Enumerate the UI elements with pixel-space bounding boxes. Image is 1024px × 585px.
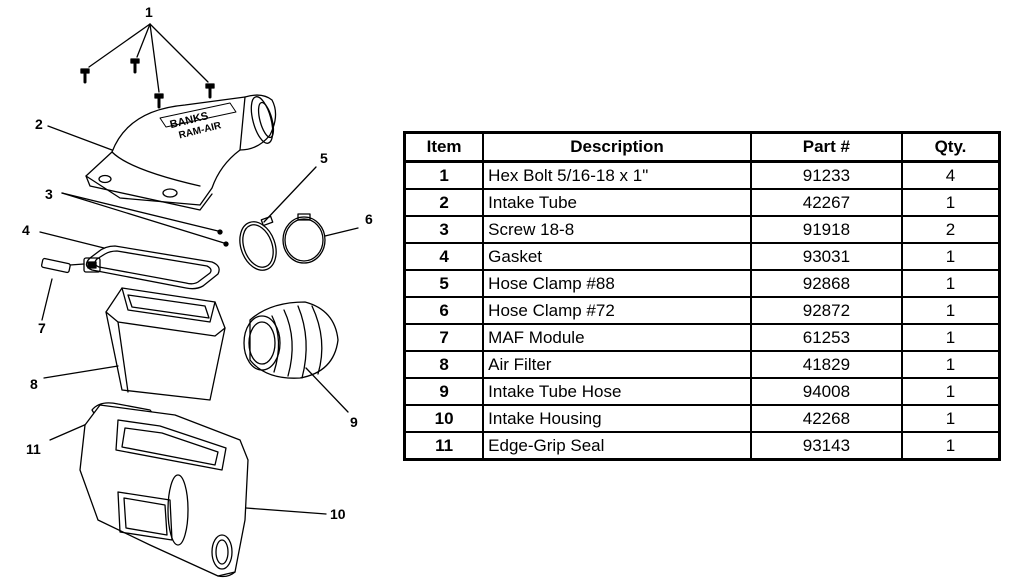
callout-10: 10 — [330, 506, 346, 522]
callout-3: 3 — [45, 186, 53, 202]
intake-housing — [79, 404, 249, 578]
cell-description: Intake Tube Hose — [482, 377, 752, 406]
hex-bolt — [205, 83, 215, 99]
hose-clamp-72 — [282, 213, 326, 264]
air-filter — [105, 287, 226, 401]
cell-item: 3 — [403, 215, 485, 244]
cell-item: 8 — [403, 350, 485, 379]
cell-part-number: 92872 — [749, 296, 903, 325]
cell-description: Hose Clamp #72 — [482, 296, 752, 325]
cell-qty: 1 — [900, 296, 1001, 325]
maf-module — [40, 257, 101, 274]
callout-5: 5 — [320, 150, 328, 166]
cell-part-number: 91918 — [749, 215, 903, 244]
leader-line-2 — [47, 125, 113, 151]
cell-part-number: 42268 — [749, 404, 903, 433]
header-qty: Qty. — [900, 131, 1001, 163]
callout-9: 9 — [350, 414, 358, 430]
cell-qty: 2 — [900, 215, 1001, 244]
leader-lines-1 — [88, 23, 209, 93]
gasket — [85, 245, 220, 290]
callout-6: 6 — [365, 211, 373, 227]
cell-part-number: 92868 — [749, 269, 903, 298]
leader-line-7 — [41, 278, 53, 321]
cell-description: Hex Bolt 5/16-18 x 1" — [482, 160, 752, 190]
intake-tube-hose — [243, 301, 339, 379]
header-item: Item — [403, 131, 485, 163]
cell-part-number: 91233 — [749, 160, 903, 190]
cell-qty: 4 — [900, 160, 1001, 190]
hose-clamp-88 — [239, 215, 277, 271]
screw — [217, 229, 223, 235]
cell-description: Air Filter — [482, 350, 752, 379]
cell-qty: 1 — [900, 404, 1001, 433]
callout-2: 2 — [35, 116, 43, 132]
callout-11: 11 — [26, 441, 41, 457]
table-header-row: Item Description Part # Qty. — [403, 131, 1001, 163]
cell-description: Edge-Grip Seal — [482, 431, 752, 461]
hex-bolt — [80, 68, 90, 84]
header-part-number: Part # — [749, 131, 903, 163]
cell-description: Intake Tube — [482, 188, 752, 217]
callout-8: 8 — [30, 376, 38, 392]
cell-part-number: 41829 — [749, 350, 903, 379]
cell-qty: 1 — [900, 242, 1001, 271]
cell-part-number: 93031 — [749, 242, 903, 271]
cell-part-number: 42267 — [749, 188, 903, 217]
leader-line-6 — [324, 227, 359, 237]
cell-item: 9 — [403, 377, 485, 406]
cell-qty: 1 — [900, 323, 1001, 352]
cell-qty: 1 — [900, 431, 1001, 461]
callout-1: 1 — [145, 4, 153, 20]
cell-part-number: 94008 — [749, 377, 903, 406]
callout-7: 7 — [38, 320, 46, 336]
cell-description: Intake Housing — [482, 404, 752, 433]
cell-item: 7 — [403, 323, 485, 352]
cell-item: 2 — [403, 188, 485, 217]
callout-4: 4 — [22, 222, 30, 238]
screw — [223, 241, 229, 247]
cell-description: Screw 18-8 — [482, 215, 752, 244]
header-description: Description — [482, 131, 752, 163]
cell-item: 5 — [403, 269, 485, 298]
cell-description: Gasket — [482, 242, 752, 271]
cell-item: 4 — [403, 242, 485, 271]
cell-item: 1 — [403, 160, 485, 190]
leader-line-8 — [43, 365, 119, 379]
hex-bolt — [130, 58, 140, 74]
cell-description: MAF Module — [482, 323, 752, 352]
leader-line-9 — [305, 367, 349, 413]
intake-tube — [85, 94, 277, 211]
cell-qty: 1 — [900, 377, 1001, 406]
leader-line-5 — [263, 166, 317, 223]
leader-lines-3 — [61, 192, 225, 244]
cell-qty: 1 — [900, 350, 1001, 379]
cell-item: 10 — [403, 404, 485, 433]
cell-description: Hose Clamp #88 — [482, 269, 752, 298]
cell-qty: 1 — [900, 188, 1001, 217]
leader-line-10 — [245, 507, 327, 515]
cell-qty: 1 — [900, 269, 1001, 298]
cell-part-number: 61253 — [749, 323, 903, 352]
hex-bolts — [80, 58, 215, 109]
exploded-parts-diagram: BANKS RAM-AIR 1 2 3 4 5 6 7 8 9 10 11 — [22, 4, 373, 578]
hex-bolt — [154, 93, 164, 109]
cell-part-number: 93143 — [749, 431, 903, 461]
cell-item: 6 — [403, 296, 485, 325]
cell-item: 11 — [403, 431, 485, 461]
leader-line-4 — [39, 231, 105, 249]
